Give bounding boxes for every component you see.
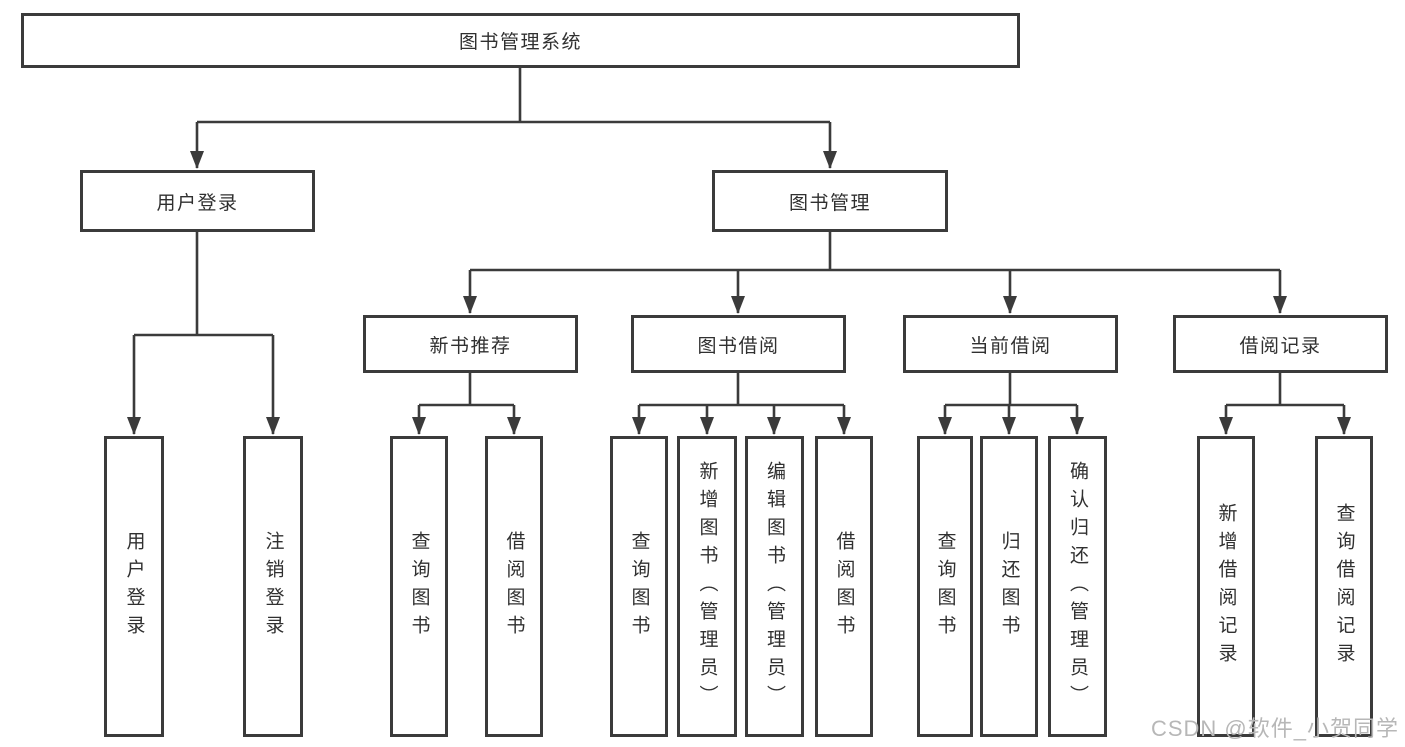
leaf-borrow-book-label: 借阅图书 — [833, 530, 855, 643]
leaf-confirm-return-admin-label: 确认归还（管理员） — [1067, 460, 1088, 713]
leaf-logout: 注销登录 — [243, 436, 303, 737]
leaf-add-book-admin: 新增图书（管理员） — [677, 436, 737, 737]
node-user-login: 用户登录 — [80, 170, 315, 232]
leaf-recommend-borrow-book: 借阅图书 — [485, 436, 543, 737]
leaf-user-login: 用户登录 — [104, 436, 164, 737]
leaf-add-borrow-record: 新增借阅记录 — [1197, 436, 1255, 737]
leaf-recommend-query-book: 查询图书 — [390, 436, 448, 737]
leaf-borrow-query-book: 查询图书 — [610, 436, 668, 737]
node-book-borrow: 图书借阅 — [631, 315, 846, 373]
node-book-borrow-label: 图书借阅 — [697, 335, 780, 357]
leaf-recommend-borrow-book-label: 借阅图书 — [503, 530, 525, 643]
leaf-return-book: 归还图书 — [980, 436, 1038, 737]
node-root-label: 图书管理系统 — [458, 32, 582, 53]
leaf-confirm-return-admin: 确认归还（管理员） — [1048, 436, 1107, 737]
node-user-login-label: 用户登录 — [156, 192, 239, 214]
node-borrow-records-label: 借阅记录 — [1239, 335, 1322, 357]
node-book-management: 图书管理 — [712, 170, 948, 232]
node-root: 图书管理系统 — [21, 13, 1020, 68]
leaf-current-query-book: 查询图书 — [917, 436, 973, 737]
node-new-book-recommend: 新书推荐 — [363, 315, 578, 373]
leaf-logout-label: 注销登录 — [262, 530, 284, 643]
leaf-user-login-label: 用户登录 — [123, 530, 145, 643]
leaf-edit-book-admin: 编辑图书（管理员） — [745, 436, 804, 737]
leaf-add-borrow-record-label: 新增借阅记录 — [1215, 502, 1237, 671]
node-current-borrow-label: 当前借阅 — [969, 335, 1052, 357]
leaf-recommend-query-book-label: 查询图书 — [408, 530, 430, 643]
leaf-add-book-admin-label: 新增图书（管理员） — [696, 460, 718, 713]
node-current-borrow: 当前借阅 — [903, 315, 1118, 373]
leaf-borrow-book: 借阅图书 — [815, 436, 873, 737]
node-borrow-records: 借阅记录 — [1173, 315, 1388, 373]
leaf-query-borrow-record: 查询借阅记录 — [1315, 436, 1373, 737]
leaf-return-book-label: 归还图书 — [998, 530, 1020, 643]
leaf-query-borrow-record-label: 查询借阅记录 — [1333, 502, 1355, 671]
csdn-watermark: CSDN @软件_小贺同学 — [1150, 716, 1399, 741]
leaf-current-query-book-label: 查询图书 — [934, 530, 956, 643]
node-new-book-recommend-label: 新书推荐 — [429, 335, 512, 357]
node-book-management-label: 图书管理 — [788, 192, 871, 214]
leaf-borrow-query-book-label: 查询图书 — [628, 530, 650, 643]
leaf-edit-book-admin-label: 编辑图书（管理员） — [764, 460, 785, 713]
